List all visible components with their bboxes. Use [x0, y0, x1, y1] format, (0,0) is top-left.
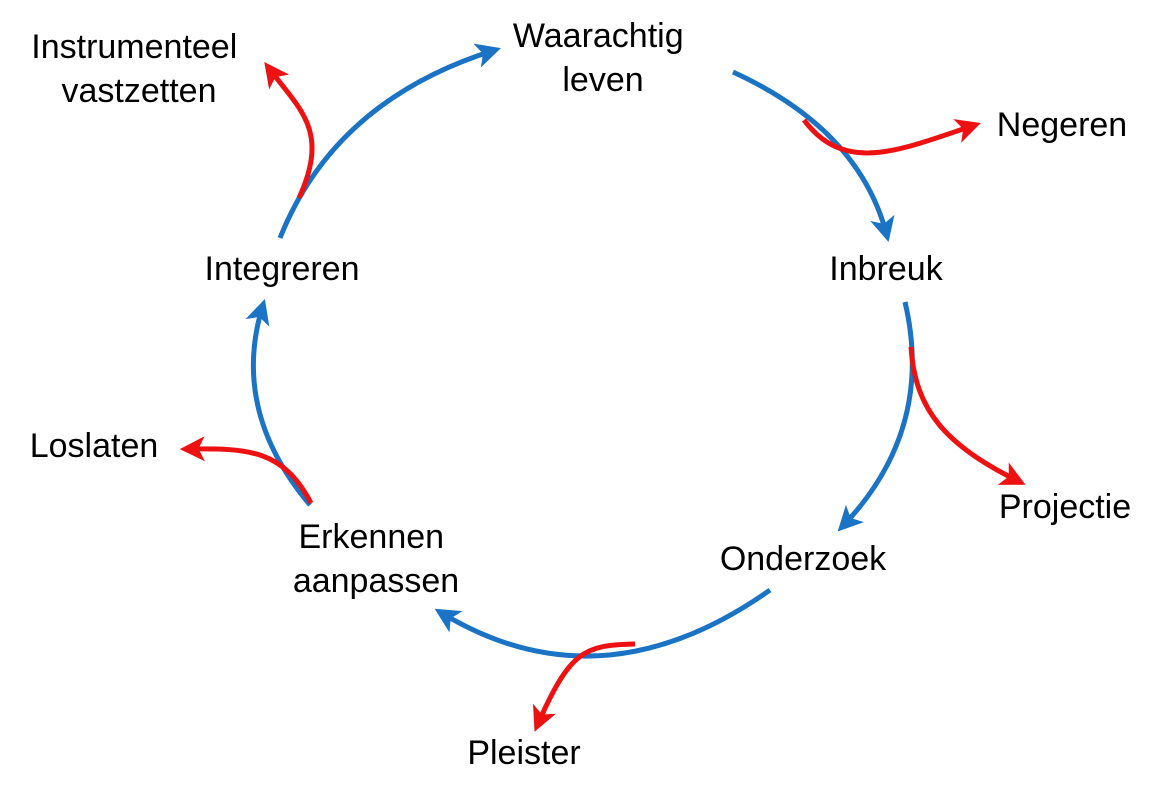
node-waarachtig-leven: Waarachtig leven [513, 17, 693, 99]
exit-arrow-instrumenteel [264, 61, 315, 200]
exit-arrow-loslaten [179, 436, 314, 505]
arc-inbreuk-to-onderzoek [837, 301, 915, 532]
exit-node-instrumenteel-vastzetten: Instrumenteel vastzetten [31, 28, 246, 110]
exit-node-pleister: Pleister [467, 734, 580, 772]
node-onderzoek: Onderzoek [720, 540, 887, 578]
exit-node-negeren: Negeren [997, 106, 1127, 144]
exit-arrow-projectie [908, 346, 1026, 485]
arc-erkennen-to-integreren [245, 299, 312, 507]
arc-onderzoek-to-erkennen [434, 587, 772, 659]
arc-integreren-to-waarachtig [277, 43, 501, 239]
arc-waarachtig-to-inbreuk [731, 69, 895, 243]
exit-node-projectie: Projectie [999, 488, 1131, 526]
node-inbreuk: Inbreuk [829, 250, 943, 288]
node-integreren: Integreren [205, 250, 360, 288]
exit-arrow-pleister [533, 641, 636, 732]
exit-arrow-negeren [801, 118, 981, 156]
node-erkennen-aanpassen: Erkennen aanpassen [293, 518, 459, 600]
exit-node-loslaten: Loslaten [30, 427, 159, 465]
